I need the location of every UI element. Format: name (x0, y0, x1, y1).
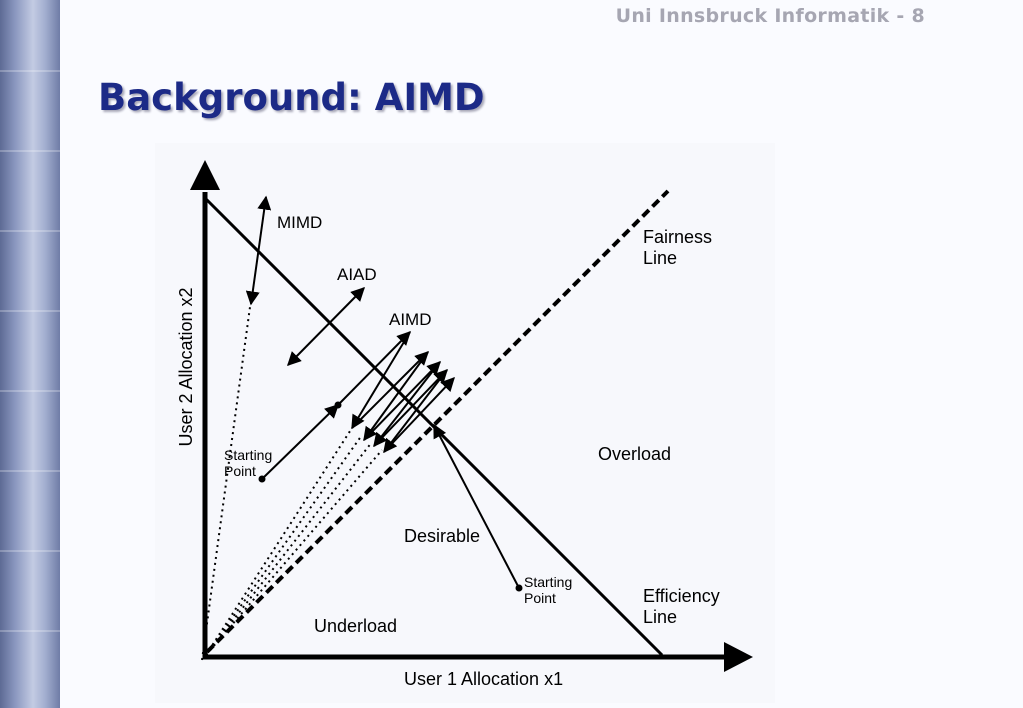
underload-label: Underload (314, 616, 397, 636)
starting-point-label-2: Point (224, 463, 256, 479)
bar-streak (0, 630, 60, 632)
efficiency-line-label-2: Line (643, 607, 677, 627)
bar-streak (0, 470, 60, 472)
page-title: Background: AIMD (98, 76, 485, 119)
bar-streak (0, 70, 60, 72)
starting-point-label-4: Point (524, 590, 556, 606)
desirable-label: Desirable (404, 526, 480, 546)
x-axis-arrowhead (724, 642, 753, 672)
starting-point-label-1: Starting (224, 447, 272, 463)
bar-streak (0, 390, 60, 392)
aiad-label: AIAD (337, 265, 377, 284)
mimd-arrow (245, 195, 272, 306)
left-decorative-bar (0, 0, 60, 708)
bar-streak (0, 230, 60, 232)
fairness-line-label-1: Fairness (643, 227, 712, 247)
bar-streak (0, 150, 60, 152)
bar-streak (0, 310, 60, 312)
mimd-label: MIMD (277, 213, 322, 232)
efficiency-line-label-1: Efficiency (643, 586, 720, 606)
header-label: Uni Innsbruck Informatik - 8 (615, 5, 925, 27)
y-axis-label: User 2 Allocation x2 (176, 287, 196, 446)
starting-point-label-3: Starting (524, 574, 572, 590)
efficiency-line (203, 196, 664, 657)
y-axis-arrowhead (190, 160, 220, 190)
aimd-zigzag (351, 331, 455, 454)
overload-label: Overload (598, 444, 671, 464)
fairness-line (205, 189, 670, 654)
aiad-arrow (287, 287, 365, 366)
x-axis-label: User 1 Allocation x1 (404, 669, 563, 689)
trajectory-segment (261, 404, 340, 480)
trajectory-segment (433, 423, 520, 589)
aimd-label: AIMD (389, 310, 432, 329)
trajectory-segment (337, 331, 411, 406)
fairness-line-label-2: Line (643, 248, 677, 268)
bar-streak (0, 550, 60, 552)
